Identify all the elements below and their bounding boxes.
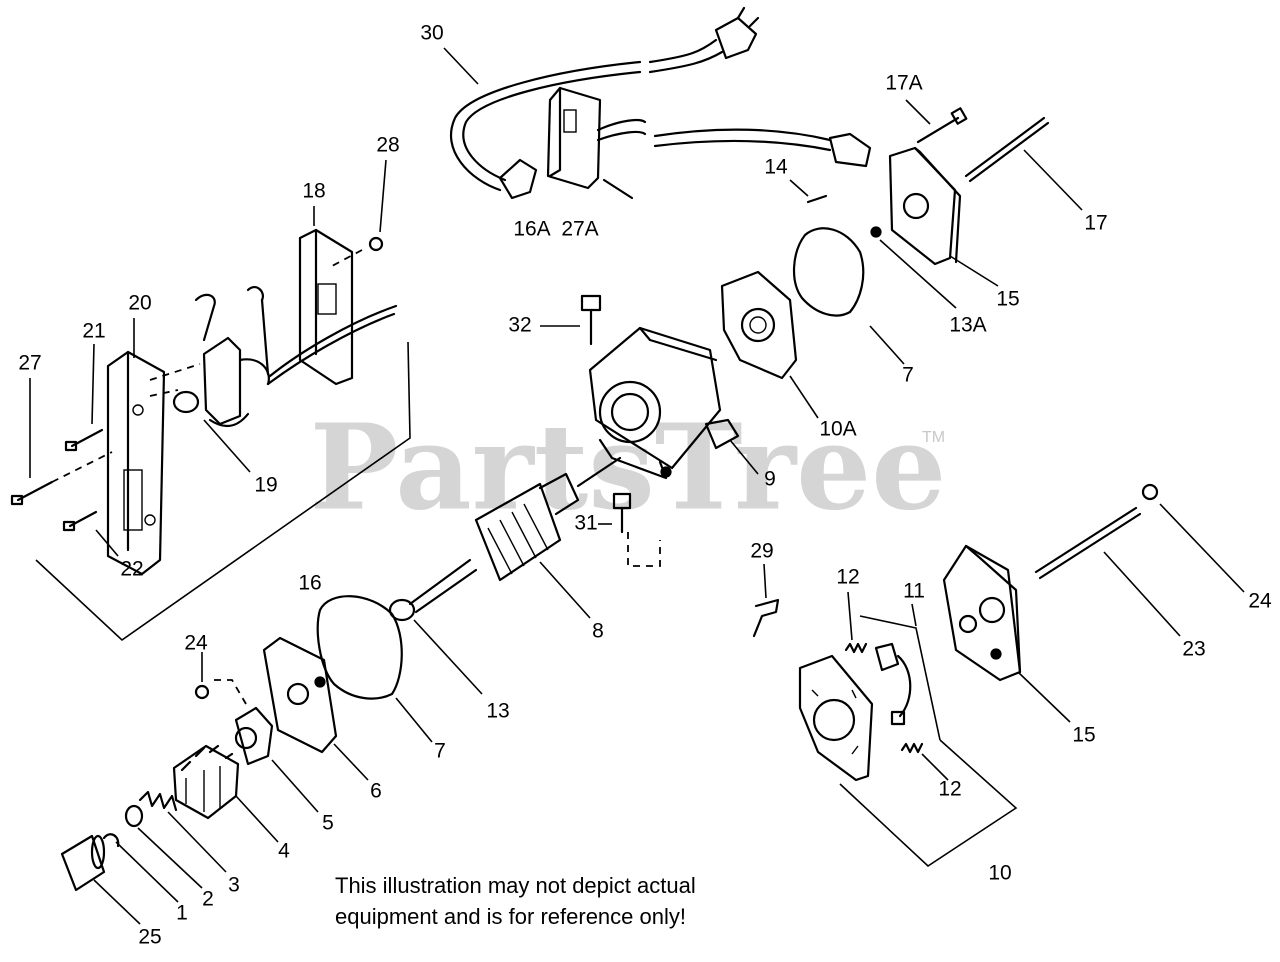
knob-part-19 — [172, 390, 200, 414]
disclaimer-note: This illustration may not depict actual … — [335, 870, 895, 932]
callout-28: 28 — [376, 134, 399, 157]
switch-part-19 — [194, 285, 398, 428]
through-bolt-part-23 — [1034, 506, 1142, 580]
group-bracket-10 — [839, 739, 1018, 868]
callout-6: 6 — [370, 780, 382, 803]
spring-part-3 — [138, 790, 178, 812]
brush-plate-part-10A — [720, 270, 798, 380]
disclaimer-line-2: equipment and is for reference only! — [335, 904, 686, 929]
bolt-part-32 — [580, 294, 602, 346]
callout-9: 9 — [764, 468, 776, 491]
spring-part-12-top — [844, 642, 868, 654]
callout-27A-top: 27A — [561, 218, 598, 241]
callout-7-top: 7 — [902, 364, 914, 387]
group-bracket-16 — [35, 341, 411, 642]
callout-14: 14 — [764, 156, 788, 179]
bearing-part-5 — [234, 706, 274, 766]
leader-lines — [29, 47, 1245, 925]
through-rod-part-17 — [964, 116, 1050, 183]
callout-10A: 10A — [819, 418, 856, 441]
cover-part-20 — [106, 350, 166, 576]
callout-21: 21 — [82, 320, 105, 343]
armature-part-8 — [388, 456, 622, 622]
callout-29: 29 — [750, 540, 773, 563]
callout-10: 10 — [988, 862, 1011, 885]
callout-12-top: 12 — [836, 566, 859, 589]
brush-plate-part-10 — [798, 654, 874, 782]
end-cap-part-6 — [262, 636, 338, 754]
callout-5: 5 — [322, 812, 334, 835]
callout-16A: 16A — [513, 218, 550, 241]
callout-24-left: 24 — [184, 632, 208, 655]
callout-1: 1 — [176, 902, 188, 925]
watermark-text: PartsTree — [310, 398, 947, 537]
washer-part-2 — [124, 804, 144, 828]
drive-gear-part-4 — [172, 744, 240, 820]
callout-32: 32 — [508, 314, 531, 337]
callout-labels: 30 16A 27A 17A 14 17 15 13A 28 18 20 21 … — [18, 22, 1272, 949]
callout-4: 4 — [278, 840, 290, 863]
switch-box-part-16A — [546, 86, 832, 200]
gasket-part-7-top — [792, 227, 865, 317]
motor-frame-part-9 — [588, 326, 740, 480]
screw-part-22 — [62, 510, 98, 532]
callout-24-right: 24 — [1248, 590, 1272, 613]
cap-part-25 — [60, 834, 106, 892]
bolt-part-17A — [916, 107, 968, 144]
callout-15-top: 15 — [996, 288, 1019, 311]
screw-part-21 — [64, 428, 104, 452]
disclaimer-line-1: This illustration may not depict actual — [335, 873, 696, 898]
callout-13A: 13A — [949, 314, 986, 337]
power-cord-part-30 — [449, 6, 760, 200]
callout-23: 23 — [1182, 638, 1205, 661]
brush-holder-part-11 — [874, 642, 912, 726]
spring-part-12-bottom — [900, 742, 924, 754]
callout-18: 18 — [302, 180, 325, 203]
callout-20: 20 — [128, 292, 151, 315]
callout-13: 13 — [486, 700, 509, 723]
callout-2: 2 — [202, 888, 214, 911]
watermark-trademark: TM — [922, 429, 945, 446]
callout-30: 30 — [420, 22, 443, 45]
washer-part-24-left — [194, 684, 210, 700]
callout-17A: 17A — [885, 72, 922, 95]
end-cover-part-15-bottom — [942, 544, 1022, 682]
callout-12-bottom: 12 — [938, 778, 961, 801]
gasket-part-7-bottom — [316, 595, 403, 700]
callout-25: 25 — [138, 926, 161, 949]
callout-7-bottom: 7 — [434, 740, 446, 763]
callout-22: 22 — [120, 558, 143, 581]
callout-8: 8 — [592, 620, 604, 643]
callout-16: 16 — [298, 572, 321, 595]
nut-part-28 — [368, 236, 384, 252]
bolt-part-31 — [612, 492, 661, 567]
screw-part-27 — [10, 451, 113, 506]
callout-3: 3 — [228, 874, 240, 897]
callout-11: 11 — [903, 580, 925, 603]
nut-part-24-right — [1141, 483, 1159, 501]
callout-31: 31 — [574, 512, 597, 535]
callout-27: 27 — [18, 352, 41, 375]
callout-15-bottom: 15 — [1072, 724, 1095, 747]
end-cover-part-15-top — [806, 132, 962, 266]
terminal-part-29 — [752, 598, 780, 638]
retaining-clip-part-1 — [102, 833, 120, 848]
bracket-part-18 — [298, 228, 354, 386]
callout-19: 19 — [254, 474, 277, 497]
callout-17: 17 — [1084, 212, 1107, 235]
